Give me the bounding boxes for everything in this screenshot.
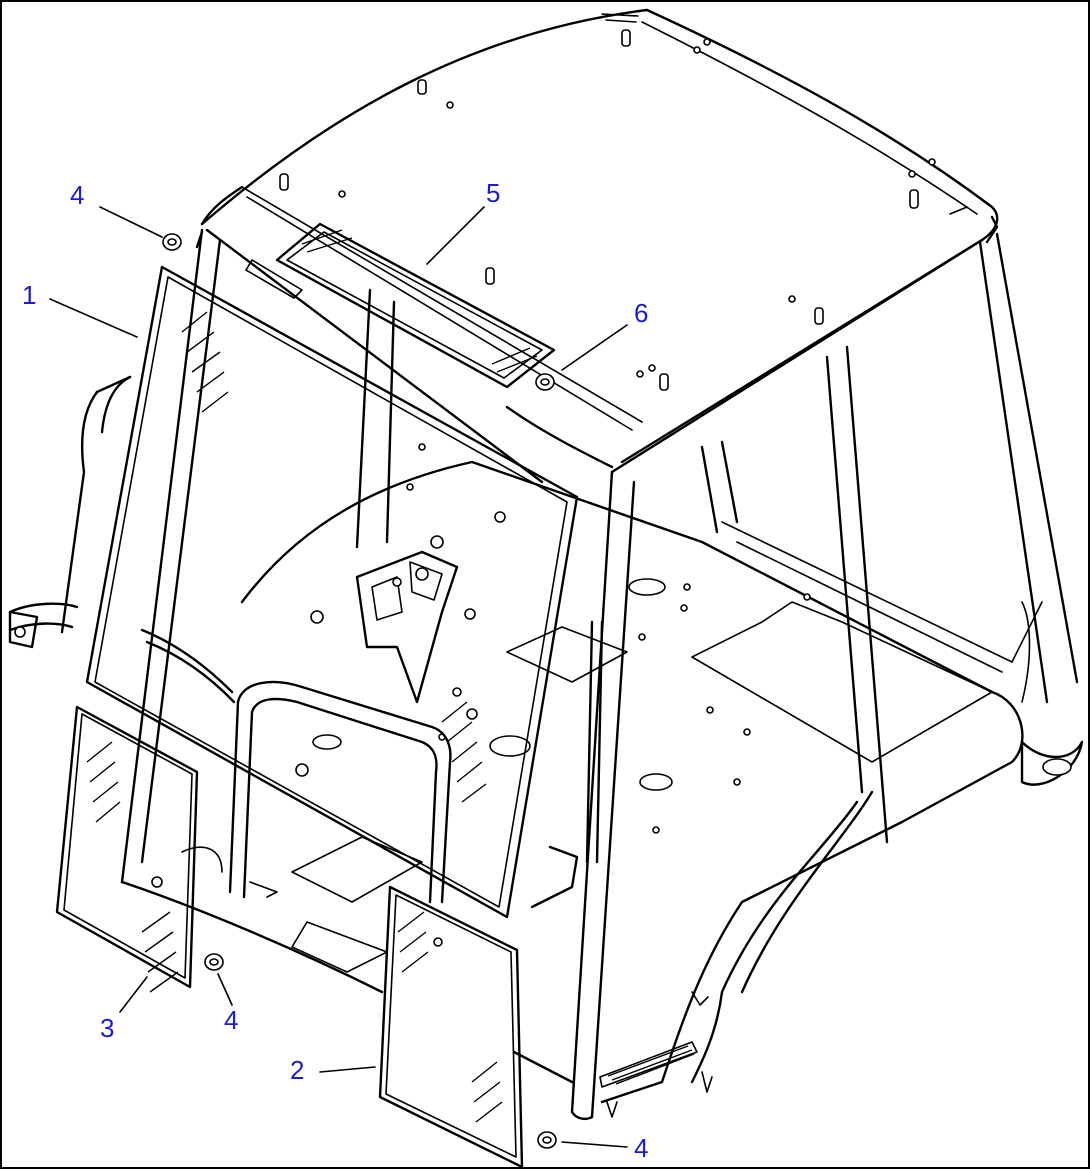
- roof-fasteners: [279, 13, 968, 391]
- callout-part-3: 3: [100, 1013, 114, 1043]
- plugs: [162, 233, 557, 1149]
- callout-part-4-middle: 4: [224, 1005, 238, 1035]
- leader-lines: [49, 206, 628, 1148]
- cab-posts: [120, 228, 1079, 1121]
- cab-floor: [240, 443, 1024, 1104]
- callout-part-4-bottom: 4: [634, 1133, 648, 1163]
- windshield-glass: [85, 265, 579, 919]
- handrails: [8, 375, 604, 909]
- lower-front-frame: [120, 846, 574, 1084]
- front-header: [195, 228, 614, 484]
- lower-right-frame: [599, 740, 1084, 1118]
- callouts: 1 2 3 4 4 4 5 6: [22, 178, 648, 1163]
- right-corner-glass: [378, 885, 524, 1169]
- left-corner-glass: [55, 705, 199, 993]
- callout-part-5: 5: [486, 178, 500, 208]
- callout-part-2: 2: [290, 1055, 304, 1085]
- callout-part-1: 1: [22, 280, 36, 310]
- roof-front-glass: [275, 222, 556, 389]
- console-bracket: [355, 550, 459, 704]
- rear-frame: [721, 521, 1043, 703]
- callout-part-4-top: 4: [70, 180, 84, 210]
- cab-roof: [200, 8, 999, 474]
- callout-part-6: 6: [634, 298, 648, 328]
